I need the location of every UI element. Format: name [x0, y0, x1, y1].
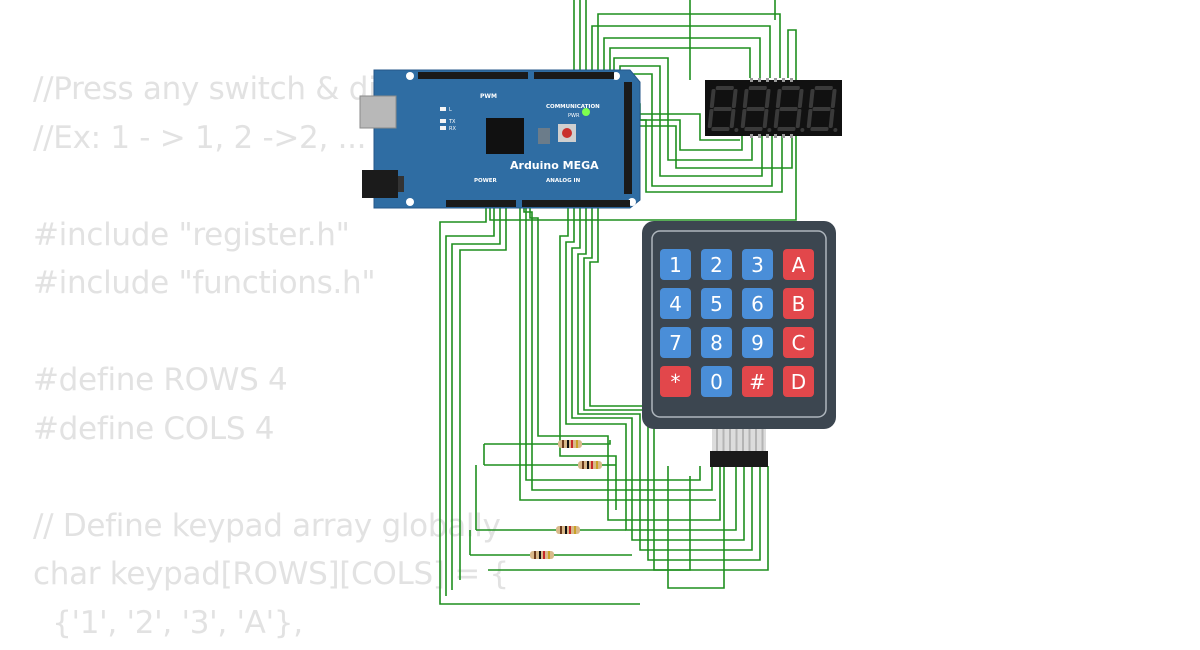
- display-pin: [766, 134, 769, 138]
- display-pin: [782, 78, 785, 82]
- key-label: 5: [710, 292, 723, 316]
- keypad-4x4: 1 2 3 A 4 5 6 B 7 8 9 C * 0 # D: [642, 221, 836, 467]
- power-header: [446, 200, 516, 207]
- led-tx: [440, 119, 446, 123]
- keypad-key-2[interactable]: 2: [701, 249, 732, 280]
- key-label: 0: [710, 370, 723, 394]
- resistor: [578, 461, 602, 469]
- power-jack: [362, 170, 398, 198]
- key-label: B: [792, 292, 806, 316]
- label-tx: TX: [448, 119, 456, 125]
- label-communication: COMMUNICATION: [546, 104, 600, 110]
- display-pin: [758, 78, 761, 82]
- key-label: 6: [751, 292, 764, 316]
- key-label: *: [671, 370, 681, 394]
- keypad-key-C[interactable]: C: [783, 327, 814, 358]
- keypad-key-7[interactable]: 7: [660, 327, 691, 358]
- ribbon-wire: [742, 429, 744, 451]
- digital-header: [418, 72, 528, 79]
- board-name: Arduino MEGA: [510, 159, 599, 172]
- key-label: 3: [751, 253, 764, 277]
- circuit-diagram: L TX RX PWM COMMUNICATION PWR POWER ANAL…: [0, 0, 1200, 630]
- ribbon-wire: [755, 429, 757, 451]
- label-pwr: PWR: [568, 113, 580, 119]
- key-label: 4: [669, 292, 682, 316]
- keypad-key-5[interactable]: 5: [701, 288, 732, 319]
- keypad-key-0[interactable]: 0: [701, 366, 732, 397]
- display-segment: [810, 127, 828, 131]
- key-label: A: [792, 253, 806, 277]
- wire: [470, 444, 484, 555]
- ribbon-wire: [762, 429, 764, 451]
- analog-header: [522, 200, 630, 207]
- keypad-key-B[interactable]: B: [783, 288, 814, 319]
- label-rx: RX: [449, 126, 456, 132]
- key-label: 2: [710, 253, 723, 277]
- label-analog-in: ANALOG IN: [546, 178, 581, 184]
- display-segment: [713, 107, 731, 111]
- label-pwm: PWM: [480, 93, 497, 100]
- display-segment: [716, 86, 734, 90]
- display-segment: [779, 107, 797, 111]
- keypad-key-6[interactable]: 6: [742, 288, 773, 319]
- display-pin: [766, 78, 769, 82]
- key-label: D: [791, 370, 806, 394]
- resistor: [558, 440, 582, 448]
- display-pin: [774, 78, 777, 82]
- keypad-key-4[interactable]: 4: [660, 288, 691, 319]
- arduino-mega-board[interactable]: L TX RX PWM COMMUNICATION PWR POWER ANAL…: [360, 70, 640, 208]
- label-l: L: [449, 107, 452, 113]
- keypad-key-#[interactable]: #: [742, 366, 773, 397]
- display-segment: [777, 127, 795, 131]
- display-pin: [758, 134, 761, 138]
- keypad-key-A[interactable]: A: [783, 249, 814, 280]
- keypad-key-8[interactable]: 8: [701, 327, 732, 358]
- ribbon-wire: [749, 429, 751, 451]
- display-segment: [711, 127, 729, 131]
- display-pin: [790, 134, 793, 138]
- display-pin: [790, 78, 793, 82]
- wire: [460, 206, 506, 580]
- display-segment: [749, 86, 767, 90]
- microcontroller-chip: [486, 118, 524, 154]
- usb-port: [360, 96, 396, 128]
- key-label: 9: [751, 331, 764, 355]
- resistor: [556, 526, 580, 534]
- ribbon-wire: [716, 429, 718, 451]
- display-pin: [782, 134, 785, 138]
- display-segment: [744, 127, 762, 131]
- side-header: [624, 82, 632, 194]
- ribbon-wire: [736, 429, 738, 451]
- keypad-key-D[interactable]: D: [783, 366, 814, 397]
- display-segment: [746, 107, 764, 111]
- keypad-key-9[interactable]: 9: [742, 327, 773, 358]
- key-label: #: [749, 370, 766, 394]
- communication-header: [534, 72, 614, 79]
- display-segment: [815, 86, 833, 90]
- keypad-key-1[interactable]: 1: [660, 249, 691, 280]
- key-label: 8: [710, 331, 723, 355]
- ribbon-wire: [723, 429, 725, 451]
- wire: [582, 440, 610, 444]
- label-power: POWER: [474, 178, 498, 184]
- keypad-key-*[interactable]: *: [660, 366, 691, 397]
- led-rx: [440, 126, 446, 130]
- display-pin: [750, 134, 753, 138]
- led-l: [440, 107, 446, 111]
- keypad-key-3[interactable]: 3: [742, 249, 773, 280]
- ribbon-wire: [729, 429, 731, 451]
- key-label: 1: [669, 253, 682, 277]
- display-pin: [750, 78, 753, 82]
- key-label: C: [792, 331, 806, 355]
- key-label: 7: [669, 331, 682, 355]
- seven-segment-display: [705, 78, 842, 138]
- display-segment: [782, 86, 800, 90]
- display-pin: [774, 134, 777, 138]
- resistor: [530, 551, 554, 559]
- keypad-ribbon: [710, 429, 768, 467]
- display-segment: [812, 107, 830, 111]
